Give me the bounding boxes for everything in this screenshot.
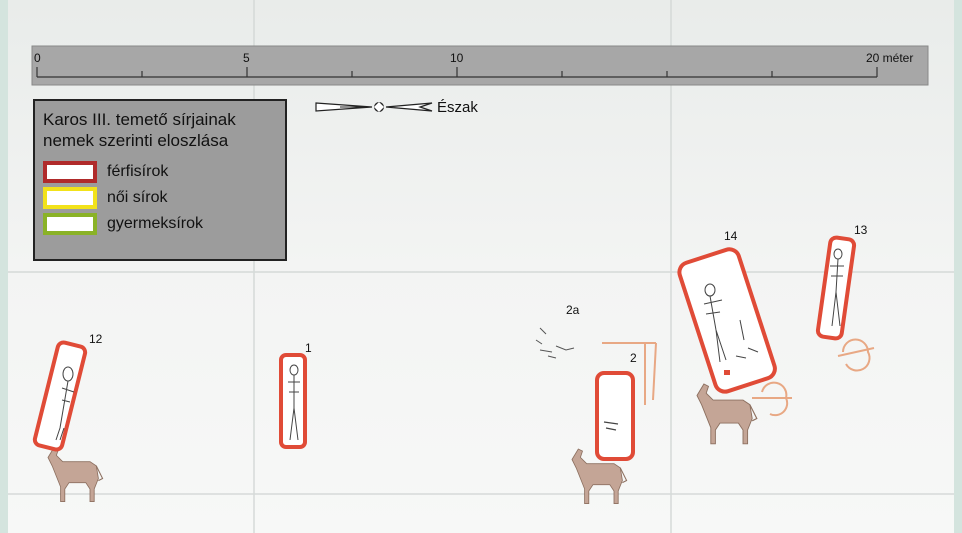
grave-label-14: 14: [724, 229, 738, 243]
north-label: Észak: [437, 99, 478, 116]
grid-lines: [8, 0, 954, 533]
scale-end-label: 20 méter: [866, 51, 913, 65]
map-background: [8, 0, 954, 533]
grave-14[interactable]: [677, 247, 778, 395]
scale-tick-0: 0: [34, 51, 41, 65]
grave-12[interactable]: [32, 340, 88, 452]
legend-item-male: férfisírok: [43, 159, 277, 185]
grave-2[interactable]: [595, 371, 635, 461]
scale-tick-10: 10: [450, 51, 464, 65]
legend-item-child: gyermeksírok: [43, 211, 277, 237]
legend-swatch-female: [43, 187, 97, 209]
legend-swatch-child: [43, 213, 97, 235]
legend-item-female: női sírok: [43, 185, 277, 211]
legend-swatch-male: [43, 161, 97, 183]
grave-label-2: 2: [630, 351, 637, 365]
legend-label-male: férfisírok: [107, 163, 169, 180]
scale-bar: 0 5 10 20 méter: [31, 45, 929, 86]
grave-1[interactable]: [279, 353, 307, 449]
legend-label-female: női sírok: [107, 189, 168, 206]
legend-title: Karos III. temető sírjainak nemek szerin…: [43, 110, 236, 150]
grave-2a[interactable]: [535, 327, 575, 359]
legend-label-child: gyermeksírok: [107, 215, 204, 232]
grave-13[interactable]: [815, 235, 857, 341]
grave-label-13: 13: [854, 223, 868, 237]
scale-tick-5: 5: [243, 51, 250, 65]
north-arrow-icon: Észak: [315, 99, 478, 116]
legend: Karos III. temető sírjainak nemek szerin…: [33, 99, 287, 261]
artifact-traces: [602, 338, 875, 417]
grave-label-12: 12: [89, 332, 103, 346]
grave-label-2a: 2a: [566, 303, 580, 317]
grave-label-1: 1: [305, 341, 312, 355]
